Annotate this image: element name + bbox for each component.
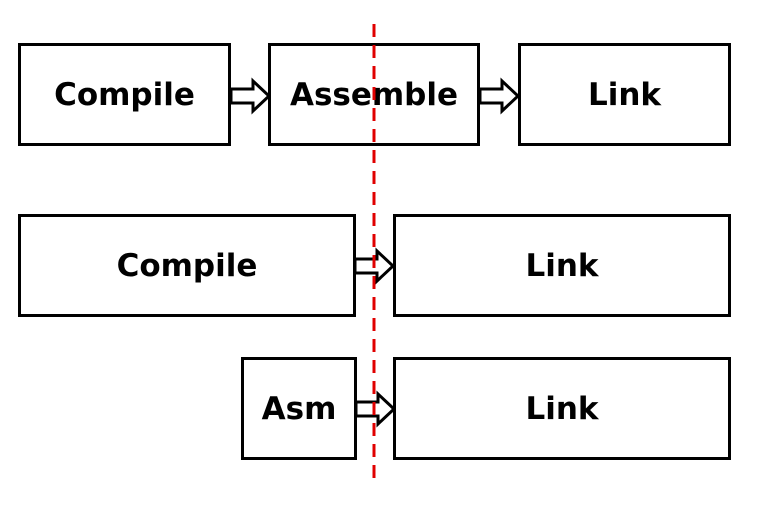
link-label: Link	[587, 76, 662, 113]
link-label: Link	[525, 390, 599, 427]
link-box: Link	[393, 214, 731, 317]
compile-box: Compile	[18, 43, 231, 146]
compile-label: Compile	[54, 76, 195, 113]
arrow-right-icon	[354, 390, 397, 428]
arrow-right-icon	[478, 77, 521, 115]
asm-box: Asm	[241, 357, 357, 460]
link-label: Link	[525, 247, 599, 284]
arrow-right-icon	[229, 77, 272, 115]
link-box: Link	[518, 43, 731, 146]
asm-label: Asm	[261, 390, 337, 427]
dashed-divider-line	[372, 24, 376, 482]
compile-label: Compile	[116, 247, 258, 284]
link-box: Link	[393, 357, 731, 460]
assemble-box: Assemble	[268, 43, 480, 146]
compile-box: Compile	[18, 214, 356, 317]
